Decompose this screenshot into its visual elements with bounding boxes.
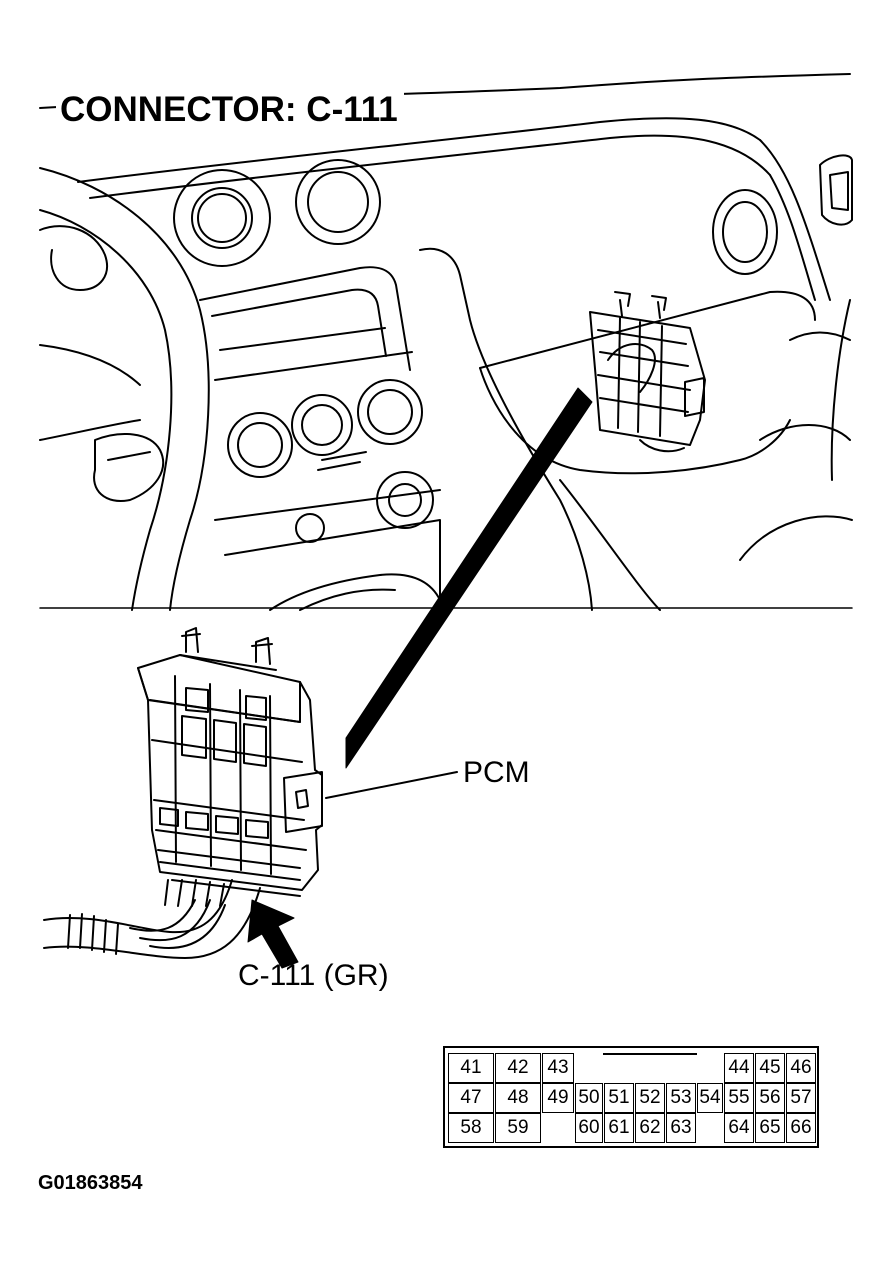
pin-cell: 43: [542, 1053, 574, 1083]
pin-cell: 50: [575, 1083, 603, 1113]
pin-cell: 60: [575, 1113, 603, 1143]
pin-cell: 51: [604, 1083, 634, 1113]
leader-wedge: [345, 387, 593, 769]
pcm-leader-line: [325, 771, 458, 799]
pin-blank-key: [603, 1053, 697, 1055]
pin-cell: 65: [755, 1113, 785, 1143]
pin-cell: 47: [448, 1083, 494, 1113]
pin-cell: 53: [666, 1083, 696, 1113]
connector-arrow: [247, 899, 299, 969]
pin-cell: 46: [786, 1053, 816, 1083]
connector-label: C-111 (GR): [238, 959, 389, 992]
pin-cell: 54: [697, 1083, 723, 1113]
pcm-label: PCM: [463, 756, 530, 789]
pin-cell: 61: [604, 1113, 634, 1143]
wire-harness: [43, 879, 301, 959]
pin-cell: 48: [495, 1083, 541, 1113]
pin-cell: 42: [495, 1053, 541, 1083]
pin-cell: 64: [724, 1113, 754, 1143]
pin-cell: 45: [755, 1053, 785, 1083]
connector-pin-grid: 41 42 43 44 45 46 47 48 49 50 51 52 53 5…: [443, 1046, 819, 1148]
page-title: CONNECTOR: C-111: [56, 86, 404, 134]
pin-cell: 49: [542, 1083, 574, 1113]
pin-cell: 56: [755, 1083, 785, 1113]
figure-id: G01863854: [38, 1172, 143, 1194]
pin-cell: 41: [448, 1053, 494, 1083]
pin-cell: 57: [786, 1083, 816, 1113]
pin-cell: 58: [448, 1113, 494, 1143]
pin-cell: 66: [786, 1113, 816, 1143]
pin-cell: 44: [724, 1053, 754, 1083]
pin-cell: 55: [724, 1083, 754, 1113]
pcm-small-illustration: [589, 291, 706, 453]
pin-cell: 62: [635, 1113, 665, 1143]
pcm-large-illustration: [137, 627, 323, 891]
pin-cell: 63: [666, 1113, 696, 1143]
pin-cell: 52: [635, 1083, 665, 1113]
pin-cell: 59: [495, 1113, 541, 1143]
